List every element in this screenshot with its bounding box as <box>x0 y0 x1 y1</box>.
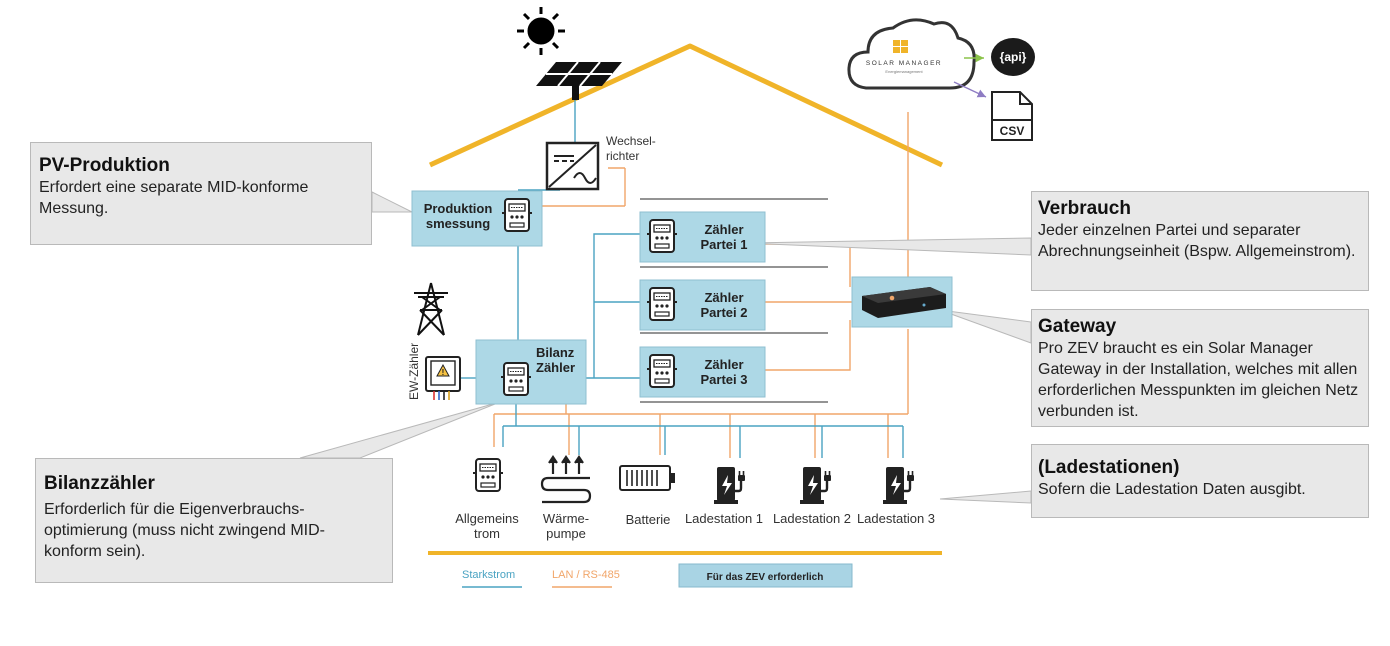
meter-icon <box>472 458 504 492</box>
cloud-brand: SOLAR MANAGER <box>866 60 942 67</box>
heatpump-icon <box>540 455 592 504</box>
callout-body: Erforderlich für die Eigenverbrauchs-opt… <box>44 501 325 560</box>
legend-zev-box <box>678 563 853 588</box>
consumer-label-batterie: Batterie <box>625 512 671 527</box>
callout-pointers <box>299 191 1032 504</box>
house-roof <box>428 43 944 168</box>
consumer-label-ladestation1: Ladestation 1 <box>684 511 764 526</box>
callout-body: Sofern die Ladestation Daten ausgibt. <box>1038 481 1306 498</box>
svg-text:CSV: CSV <box>1000 124 1025 138</box>
legend-zev: Für das ZEV erforderlich <box>707 572 824 583</box>
partei1-label: Zähler Partei 1 <box>700 222 748 252</box>
callout-ladestationen: (Ladestationen) Sofern die Ladestation D… <box>1031 444 1369 518</box>
ew-meter-icon: ! <box>425 356 461 400</box>
consumer-label-waermepumpe: Wärme-pumpe <box>542 511 590 541</box>
produktion-label: Produktion smessung <box>423 201 493 231</box>
callout-body: Jeder einzelnen Partei und separater Abr… <box>1038 222 1356 260</box>
meter-icon <box>500 362 532 396</box>
production-meter-box <box>411 190 543 247</box>
gateway-box <box>851 276 953 328</box>
meter-icon <box>646 354 678 388</box>
solar-panel-icon <box>536 61 622 100</box>
meter-icon <box>501 198 533 232</box>
csv-arrow <box>953 81 987 98</box>
legend-lan: LAN / RS-485 <box>552 569 620 581</box>
callout-verbrauch: Verbrauch Jeder einzelnen Partei und sep… <box>1031 191 1369 291</box>
floor-lines <box>640 198 828 403</box>
cloud-subtitle: Energiemanagement <box>885 69 923 74</box>
csv-file-icon: CSV <box>991 91 1033 141</box>
power-tower-icon <box>414 282 448 336</box>
callout-title: Gateway <box>1038 316 1117 337</box>
callout-title: (Ladestationen) <box>1038 457 1180 478</box>
partei1-meter-box <box>639 211 766 263</box>
ev-charger-icon <box>881 465 916 506</box>
solar-manager-cloud: SOLAR MANAGER Energiemanagement <box>847 18 976 90</box>
partei2-meter-box <box>639 279 766 331</box>
callout-pv-produktion: PV-Produktion Erfordert eine separate MI… <box>30 142 372 245</box>
meter-icon <box>646 287 678 321</box>
power-lines <box>460 100 904 458</box>
api-badge: {api} <box>991 38 1035 76</box>
partei3-label: Zähler Partei 3 <box>700 357 748 387</box>
ev-charger-icon <box>712 465 747 506</box>
callout-gateway: Gateway Pro ZEV braucht es ein Solar Man… <box>1031 309 1369 427</box>
partei2-label: Zähler Partei 2 <box>700 290 748 320</box>
meter-icon <box>646 219 678 253</box>
consumer-label-ladestation3: Ladestation 3 <box>856 511 936 526</box>
wechselrichter-label: Wechsel-richter <box>606 134 656 163</box>
bilanz-meter-box <box>475 339 587 405</box>
callout-title: Bilanzzähler <box>44 473 155 494</box>
sun-icon <box>517 7 565 55</box>
bilanz-label: Bilanz Zähler <box>536 345 576 375</box>
consumer-label-ladestation2: Ladestation 2 <box>772 511 852 526</box>
consumer-label-allgemeinstrom: Allgemeins trom <box>455 511 519 541</box>
partei3-meter-box <box>639 346 766 398</box>
callout-body: Erfordert eine separate MID-konforme Mes… <box>39 179 309 217</box>
legend-starkstrom: Starkstrom <box>462 569 515 581</box>
battery-icon <box>619 465 675 491</box>
inverter-icon <box>545 141 600 191</box>
callout-bilanzzaehler: Bilanzzähler Erforderlich für die Eigenv… <box>35 458 393 583</box>
ew-zaehler-label: EW-Zähler <box>407 343 421 400</box>
callout-title: Verbrauch <box>1038 198 1131 219</box>
svg-text:{api}: {api} <box>1000 50 1027 64</box>
callout-body: Pro ZEV braucht es ein Solar Manager Gat… <box>1038 340 1359 420</box>
callout-title: PV-Produktion <box>39 155 170 176</box>
svg-text:!: ! <box>442 368 445 377</box>
ev-charger-icon <box>798 465 833 506</box>
solar-manager-logo-icon <box>893 40 908 53</box>
